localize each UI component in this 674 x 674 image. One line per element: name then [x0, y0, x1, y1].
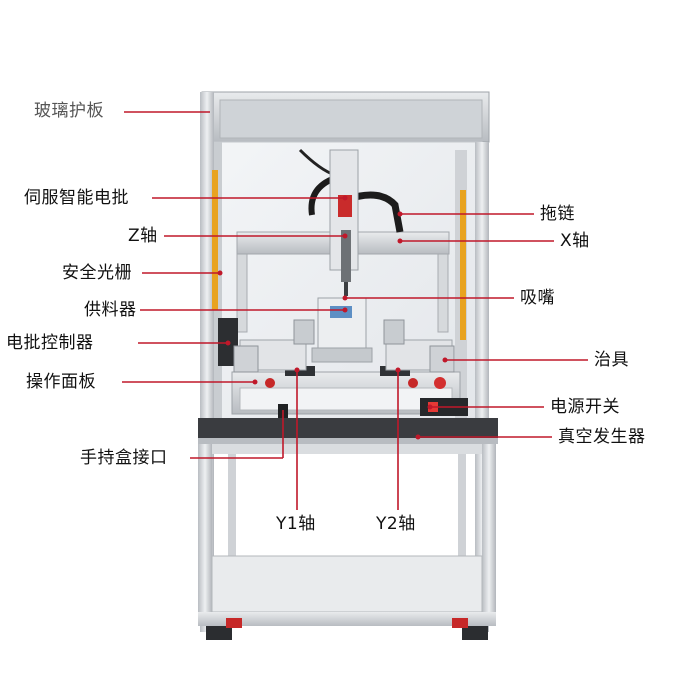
feeder-window — [330, 306, 352, 318]
panel-button-1 — [265, 378, 275, 388]
label-y1-axis: Y1轴 — [276, 514, 316, 534]
leg-right — [482, 444, 496, 624]
dot-light-curtain — [217, 270, 223, 276]
label-handheld-box-port: 手持盒接口 — [80, 448, 168, 468]
label-safety-light-curtain: 安全光栅 — [62, 263, 132, 283]
caster-front-left — [206, 626, 232, 640]
dot-drag-chain — [397, 211, 403, 217]
panel-button-3 — [434, 377, 446, 389]
dot-servo-screwdriver — [342, 195, 348, 201]
dot-y1 — [294, 367, 300, 373]
table-top — [198, 418, 498, 438]
feeder-base — [311, 347, 373, 363]
dot-z-axis — [342, 233, 348, 239]
fixture-far-left — [233, 345, 259, 373]
fixture-far-right — [429, 345, 455, 373]
dot-y2 — [395, 367, 401, 373]
label-power-switch: 电源开关 — [550, 397, 620, 417]
screwdriver-bit — [344, 282, 348, 296]
label-glass-panel: 玻璃护板 — [34, 101, 104, 121]
fixture-right-clamp — [383, 319, 405, 345]
label-servo-screwdriver: 伺服智能电批 — [24, 188, 129, 208]
leg-left — [198, 444, 212, 624]
caster-back-right — [452, 618, 468, 628]
dot-controller — [225, 340, 231, 346]
label-drag-chain: 拖链 — [540, 204, 575, 224]
label-suction-nozzle: 吸嘴 — [520, 288, 555, 308]
light-curtain-right — [460, 190, 466, 340]
caster-back-left — [226, 618, 242, 628]
leader-dots — [217, 195, 448, 440]
dot-power-switch — [427, 404, 433, 410]
fixture-left-clamp — [293, 319, 315, 345]
dot-suction-nozzle — [342, 295, 348, 301]
screwdriver-body — [341, 230, 351, 282]
label-feeder: 供料器 — [84, 300, 137, 320]
lower-shelf — [211, 555, 483, 613]
dot-vacuum — [415, 434, 421, 440]
label-screwdriver-controller: 电批控制器 — [6, 333, 94, 353]
panel-button-2 — [408, 378, 418, 388]
y2-rail — [380, 366, 410, 376]
leader-lines — [122, 111, 588, 510]
top-glass-strip — [219, 99, 483, 139]
dot-fixture — [442, 357, 448, 363]
dot-operation-panel — [252, 379, 258, 385]
dot-feeder — [342, 307, 348, 313]
label-x-axis: X轴 — [560, 231, 590, 251]
leg-left-inner — [228, 444, 236, 614]
label-z-axis: Z轴 — [128, 226, 158, 246]
light-curtain-left — [212, 170, 218, 310]
label-vacuum-generator: 真空发生器 — [558, 427, 646, 447]
z-axis-motor — [338, 195, 352, 217]
dot-x-axis — [397, 238, 403, 244]
leg-right-inner — [458, 444, 466, 614]
label-operation-panel: 操作面板 — [26, 372, 96, 392]
bottom-rail — [198, 612, 496, 626]
caster-front-right — [462, 626, 488, 640]
label-fixture: 治具 — [594, 350, 629, 370]
label-y2-axis: Y2轴 — [376, 514, 416, 534]
table-edge — [198, 438, 498, 444]
y1-rail — [285, 366, 315, 376]
mid-rail — [212, 444, 482, 454]
